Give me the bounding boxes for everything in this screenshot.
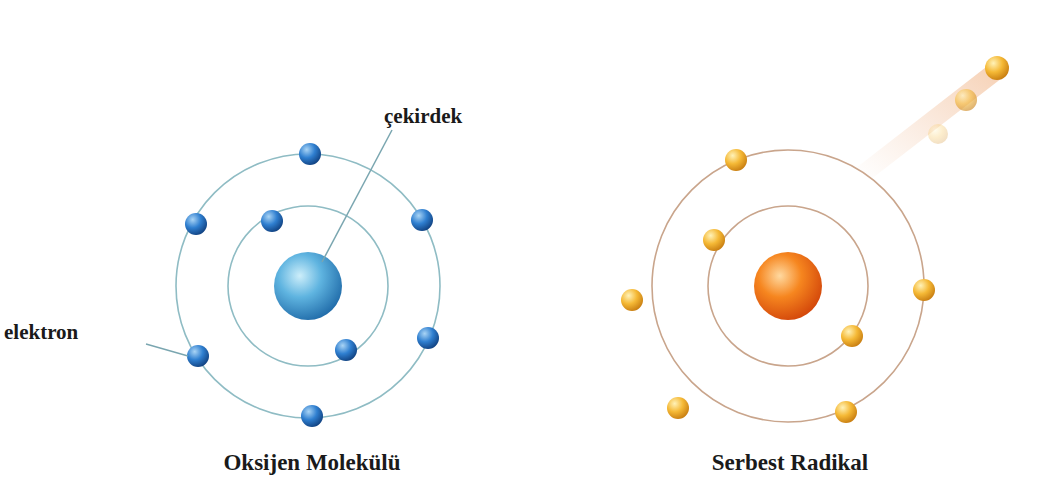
radical-atom <box>621 56 1009 423</box>
oxygen-atom <box>146 130 440 427</box>
part-label: çekirdek <box>384 104 462 128</box>
figure-caption: Serbest Radikal <box>712 450 869 476</box>
figure-caption: Oksijen Molekülü <box>223 450 400 476</box>
part-label: elektron <box>4 320 78 344</box>
